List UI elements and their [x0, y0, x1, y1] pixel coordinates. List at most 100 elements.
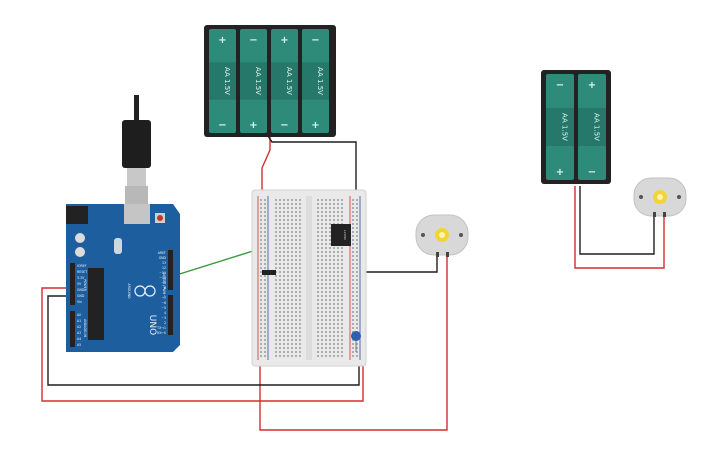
- breadboard-hole: [291, 351, 293, 353]
- breadboard-hole: [341, 299, 343, 301]
- breadboard-hole: [264, 347, 266, 349]
- battery-pack-2xaa[interactable]: −+AA 1.5V+−AA 1.5V: [541, 70, 611, 184]
- breadboard-hole: [325, 311, 327, 313]
- breadboard-hole: [299, 259, 301, 261]
- breadboard-hole: [352, 327, 354, 329]
- breadboard-hole: [299, 307, 301, 309]
- breadboard-hole: [321, 207, 323, 209]
- breadboard-hole: [356, 299, 358, 301]
- breadboard-hole: [321, 351, 323, 353]
- breadboard-hole: [317, 299, 319, 301]
- breadboard-hole: [299, 207, 301, 209]
- motor-screw: [677, 195, 681, 199]
- breadboard-hole: [279, 275, 281, 277]
- breadboard-hole: [325, 227, 327, 229]
- wire-black-pack2-to-motor2[interactable]: [579, 186, 655, 255]
- ceramic-capacitor[interactable]: [351, 331, 361, 352]
- battery-pack-4xaa[interactable]: +−AA 1.5V−+AA 1.5V+−AA 1.5V−+AA 1.5V: [204, 25, 336, 137]
- breadboard-hole: [356, 347, 358, 349]
- breadboard-hole: [337, 275, 339, 277]
- breadboard-hole: [333, 259, 335, 261]
- breadboard-hole: [260, 319, 262, 321]
- breadboard-hole: [283, 303, 285, 305]
- breadboard-hole: [341, 303, 343, 305]
- breadboard-hole: [329, 295, 331, 297]
- breadboard-hole: [264, 207, 266, 209]
- breadboard-hole: [299, 339, 301, 341]
- breadboard-hole: [329, 247, 331, 249]
- breadboard-hole: [295, 339, 297, 341]
- breadboard-hole: [287, 211, 289, 213]
- arduino-uno-board[interactable]: UNO ARDUINO DIGITAL (PWM~) POWER ANALOG …: [66, 204, 180, 352]
- dc-motor-2[interactable]: [633, 177, 687, 217]
- breadboard-hole: [275, 243, 277, 245]
- arduino-pin-label: TX→1: [156, 326, 166, 330]
- breadboard-hole: [264, 215, 266, 217]
- breadboard-hole: [279, 203, 281, 205]
- wire-black-arduino-loop[interactable]: [47, 295, 360, 386]
- breadboard-hole: [325, 211, 327, 213]
- dc-motor-1[interactable]: [415, 214, 469, 257]
- breadboard-hole: [356, 295, 358, 297]
- breadboard-hole: [317, 331, 319, 333]
- breadboard-hole: [279, 263, 281, 265]
- breadboard-hole: [356, 267, 358, 269]
- breadboard-hole: [299, 219, 301, 221]
- breadboard-hole: [325, 259, 327, 261]
- breadboard-hole: [333, 303, 335, 305]
- wire-red-pack2-to-motor2[interactable]: [574, 186, 665, 269]
- atmega-chip: [88, 268, 104, 340]
- breadboard-hole: [275, 287, 277, 289]
- breadboard-hole: [295, 251, 297, 253]
- breadboard-hole: [279, 243, 281, 245]
- wire-red-arduino-loop[interactable]: [41, 287, 364, 402]
- arduino-pin-label: 4: [164, 311, 166, 315]
- motor-terminal[interactable]: [663, 212, 666, 217]
- wire-red-motor-loop[interactable]: [259, 254, 448, 431]
- breadboard-hole: [299, 323, 301, 325]
- breadboard-hole: [264, 291, 266, 293]
- breadboard-hole: [333, 211, 335, 213]
- breadboard-hole: [291, 263, 293, 265]
- breadboard-hole: [325, 247, 327, 249]
- breadboard-hole: [275, 223, 277, 225]
- breadboard-hole: [279, 271, 281, 273]
- arduino-pin-label: ~11: [159, 271, 166, 275]
- breadboard-hole: [260, 343, 262, 345]
- breadboard-hole: [321, 303, 323, 305]
- breadboard-hole: [337, 323, 339, 325]
- breadboard-hole: [295, 307, 297, 309]
- breadboard[interactable]: [251, 189, 367, 367]
- wire-red-pack1-to-rail[interactable]: [261, 136, 271, 200]
- motor-terminal[interactable]: [653, 212, 656, 217]
- cell-label: AA 1.5V: [223, 67, 231, 95]
- breadboard-hole: [329, 355, 331, 357]
- breadboard-hole: [291, 199, 293, 201]
- breadboard-hole: [352, 227, 354, 229]
- breadboard-hole: [333, 315, 335, 317]
- breadboard-hole: [317, 327, 319, 329]
- breadboard-hole: [337, 207, 339, 209]
- motor-terminal[interactable]: [436, 252, 439, 257]
- breadboard-hole: [275, 335, 277, 337]
- breadboard-hole: [283, 235, 285, 237]
- breadboard-hole: [317, 199, 319, 201]
- breadboard-hole: [356, 351, 358, 353]
- breadboard-hole: [260, 311, 262, 313]
- breadboard-hole: [287, 323, 289, 325]
- motor-driver-chip[interactable]: L293D: [331, 224, 351, 246]
- motor-terminal[interactable]: [446, 252, 449, 257]
- breadboard-hole: [299, 231, 301, 233]
- breadboard-hole: [321, 331, 323, 333]
- breadboard-hole: [283, 351, 285, 353]
- breadboard-hole: [287, 355, 289, 357]
- breadboard-hole: [352, 219, 354, 221]
- breadboard-hole: [299, 243, 301, 245]
- breadboard-hole: [295, 247, 297, 249]
- aa-battery-cell: −+AA 1.5V: [546, 74, 574, 180]
- wire-black-pack1-to-rail[interactable]: [267, 135, 357, 200]
- breadboard-hole: [329, 231, 331, 233]
- breadboard-hole: [295, 319, 297, 321]
- breadboard-jumper-component[interactable]: [262, 270, 276, 275]
- breadboard-hole: [321, 211, 323, 213]
